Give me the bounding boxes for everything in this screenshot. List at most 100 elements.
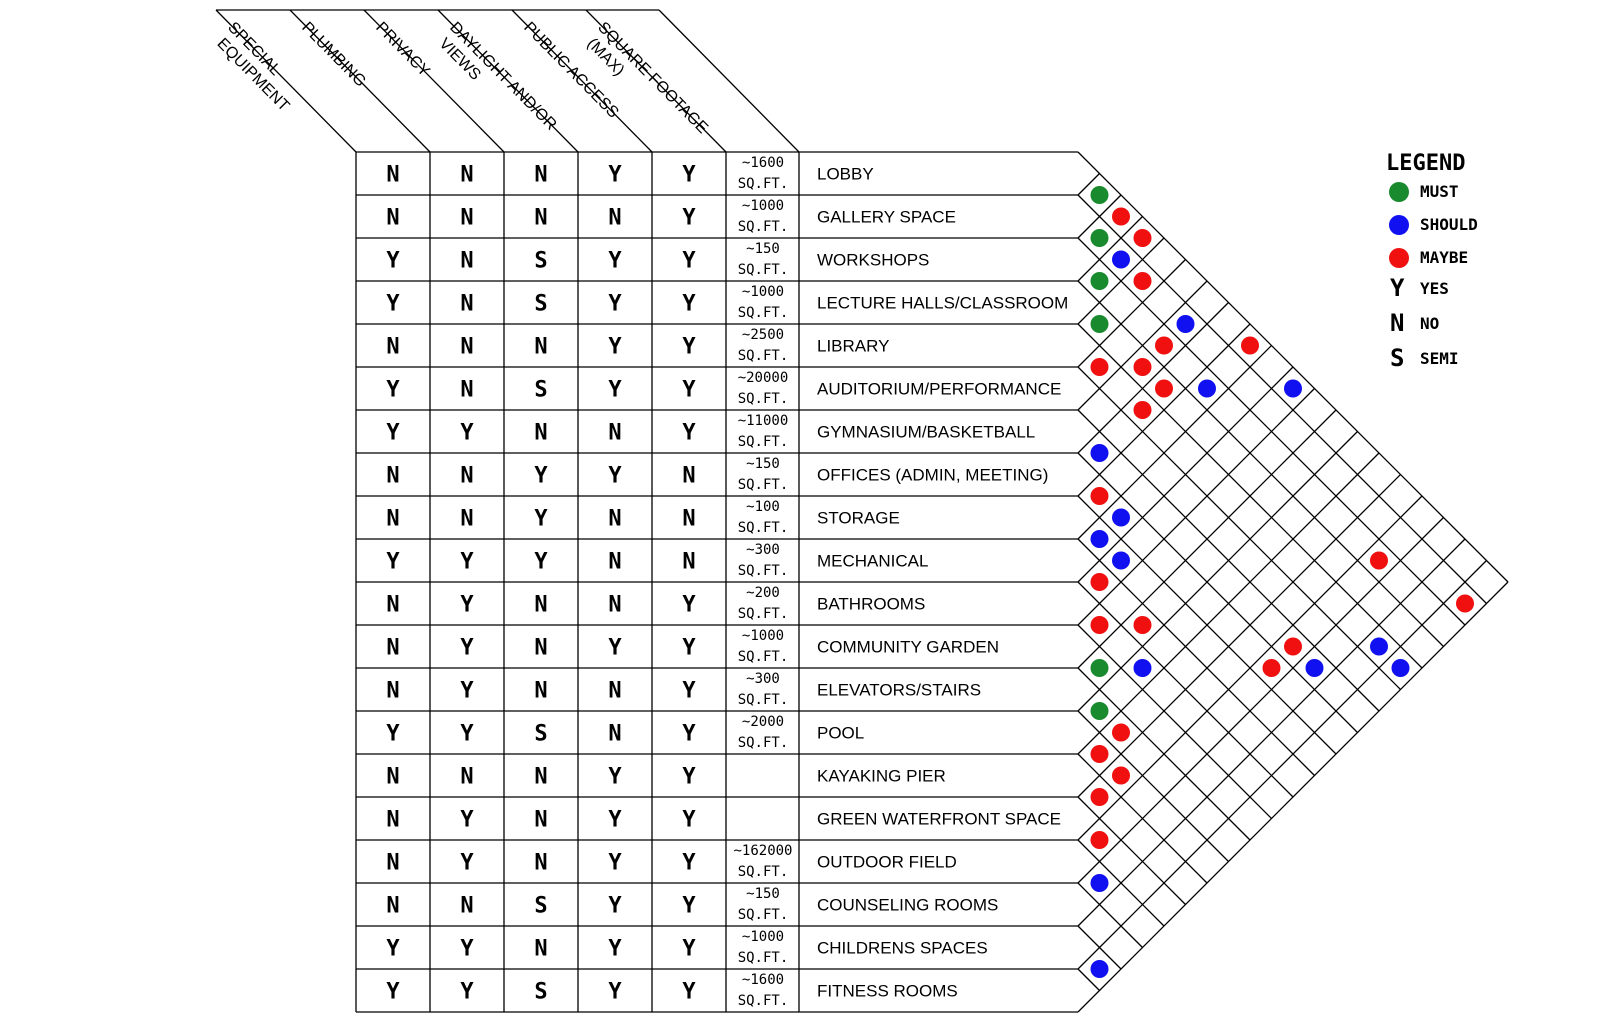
sqft-value: ~162000 <box>733 843 792 859</box>
flag-cell: Y <box>386 722 400 747</box>
flag-cell: N <box>534 421 547 446</box>
room-name: CHILDRENS SPACES <box>817 939 988 958</box>
flag-cell: N <box>460 292 473 317</box>
adjacency-dot-must <box>1090 272 1109 290</box>
adjacency-dot-maybe <box>1370 551 1388 570</box>
flag-cell: N <box>534 163 547 188</box>
sqft-value: ~150 <box>746 456 780 472</box>
column-header-plumbing: PLUMBING <box>298 19 369 90</box>
room-name: OFFICES (ADMIN, MEETING) <box>817 466 1048 485</box>
adjacency-dot-should <box>1370 637 1388 656</box>
adjacency-matrix <box>1077 151 1509 1013</box>
sqft-unit: SQ.FT. <box>738 434 789 450</box>
adjacency-dot-maybe <box>1133 229 1152 247</box>
adjacency-dot-maybe <box>1262 659 1281 677</box>
room-name: GYMNASIUM/BASKETBALL <box>817 423 1035 442</box>
should-dot-icon <box>1389 215 1409 235</box>
flag-cell: N <box>460 464 473 489</box>
legend-item-should: SHOULD <box>1389 215 1478 235</box>
column-header-text: PLUMBING <box>298 19 369 90</box>
flag-cell: Y <box>460 808 474 833</box>
flag-cell: N <box>534 636 547 661</box>
flag-cell: Y <box>682 593 696 618</box>
flag-cell: Y <box>460 722 474 747</box>
matrix-gridline <box>1077 194 1487 604</box>
flag-cell: Y <box>682 335 696 360</box>
header-divider <box>511 9 653 153</box>
legend-letter: Y <box>1390 274 1405 302</box>
sqft-unit: SQ.FT. <box>738 735 789 751</box>
flag-cell: Y <box>682 378 696 403</box>
adjacency-dot-should <box>1391 659 1410 677</box>
matrix-gridline <box>1077 538 1466 927</box>
flag-cell: S <box>534 980 547 1005</box>
column-header-privacy: PRIVACY <box>372 19 433 80</box>
flag-cell: Y <box>460 937 474 962</box>
flag-cell: N <box>460 163 473 188</box>
flag-cell: N <box>682 507 695 532</box>
sqft-unit: SQ.FT. <box>738 262 789 278</box>
room-name: STORAGE <box>817 509 900 528</box>
flag-cell: Y <box>608 937 622 962</box>
matrix-gridline <box>1077 538 1315 776</box>
matrix-gridline <box>1077 431 1358 712</box>
matrix-gridline <box>1077 409 1337 669</box>
adjacency-dot-maybe <box>1090 616 1109 634</box>
adjacency-dot-maybe <box>1112 766 1130 785</box>
sqft-value: ~300 <box>746 671 780 687</box>
flag-cell: N <box>386 765 399 790</box>
matrix-gridline <box>1077 796 1186 905</box>
flag-cell: Y <box>682 808 696 833</box>
matrix-gridline <box>1077 280 1208 411</box>
flag-cell: Y <box>608 894 622 919</box>
flag-cell: N <box>386 851 399 876</box>
flag-cell: N <box>460 894 473 919</box>
legend-item-must: MUST <box>1389 182 1459 202</box>
flag-cell: Y <box>682 679 696 704</box>
flag-cell: Y <box>386 980 400 1005</box>
sqft-unit: SQ.FT. <box>738 391 789 407</box>
room-name: LIBRARY <box>817 337 889 356</box>
column-header-text: PRIVACY <box>372 19 433 80</box>
legend-label: YES <box>1420 279 1449 298</box>
flag-cell: N <box>386 808 399 833</box>
flag-cell: S <box>534 722 547 747</box>
room-name: OUTDOOR FIELD <box>817 853 957 872</box>
adjacency-dot-maybe <box>1241 336 1259 355</box>
legend-label: NO <box>1420 314 1439 333</box>
flag-cell: N <box>608 421 621 446</box>
flag-cell: N <box>534 206 547 231</box>
room-name: GALLERY SPACE <box>817 208 956 227</box>
flag-cell: Y <box>386 550 400 575</box>
matrix-gridline <box>1077 173 1100 196</box>
sqft-unit: SQ.FT. <box>738 176 789 192</box>
flag-cell: N <box>608 722 621 747</box>
sqft-unit: SQ.FT. <box>738 219 789 235</box>
matrix-gridline <box>1077 495 1423 841</box>
adjacency-dot-maybe <box>1112 207 1130 226</box>
flag-cell: N <box>534 937 547 962</box>
matrix-gridline <box>1077 323 1251 497</box>
flag-cell: Y <box>534 550 548 575</box>
matrix-gridline <box>1077 345 1272 540</box>
legend-letter: S <box>1390 344 1404 372</box>
flag-cell: Y <box>682 765 696 790</box>
header-divider <box>658 9 800 153</box>
flag-cell: Y <box>534 507 548 532</box>
sqft-value: ~1000 <box>742 198 784 214</box>
adjacency-dot-maybe <box>1456 594 1474 613</box>
flag-cell: S <box>534 249 547 274</box>
adjacency-dot-must <box>1090 659 1109 677</box>
flag-cell: N <box>386 335 399 360</box>
legend-label: SHOULD <box>1420 215 1478 234</box>
flag-cell: N <box>460 765 473 790</box>
sqft-value: ~20000 <box>738 370 789 386</box>
legend-label: MUST <box>1420 182 1459 201</box>
